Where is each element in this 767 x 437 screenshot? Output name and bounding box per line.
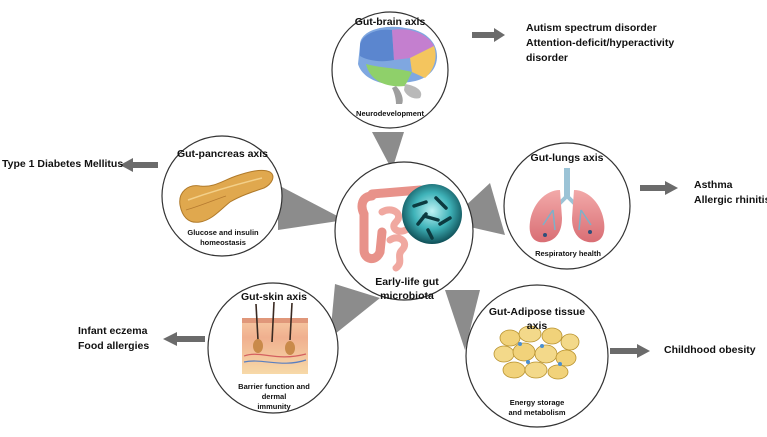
connector-brain xyxy=(372,132,404,170)
skin-axis-title: Gut-skin axis xyxy=(241,291,307,303)
skin-outcomes: Infant eczema Food allergies xyxy=(78,324,149,354)
pancreas-outcome-1: Type 1 Diabetes Mellitus xyxy=(2,158,124,170)
arrow-pancreas xyxy=(120,158,158,172)
lungs-outcome-2: Allergic rhinitis xyxy=(694,194,767,206)
pancreas-caption-line-1: Glucose and insulin xyxy=(187,228,259,237)
adipose-caption-line-2: and metabolism xyxy=(508,408,566,417)
connector-pancreas xyxy=(278,185,345,230)
pancreas-icon xyxy=(179,169,274,223)
lungs-caption: Respiratory health xyxy=(535,249,601,258)
arrow-lungs xyxy=(640,181,678,195)
adipose-outcome-1: Childhood obesity xyxy=(664,344,756,356)
arrow-adipose xyxy=(610,344,650,358)
connector-adipose xyxy=(445,290,480,350)
microbe-icon xyxy=(402,184,462,244)
brain-outcome-2: Attention-deficit/hyperactivity xyxy=(526,37,675,49)
brain-outcomes: Autism spectrum disorder Attention-defic… xyxy=(526,21,674,66)
skin-caption-line-2: immunity xyxy=(257,402,291,411)
lungs-icon xyxy=(529,168,605,243)
skin-icon xyxy=(242,301,308,374)
pancreas-axis-title: Gut-pancreas axis xyxy=(176,148,269,160)
skin-caption: Barrier function and dermal immunity xyxy=(228,382,320,412)
center-label: Early-life gut microbiota xyxy=(375,276,439,302)
arrow-skin xyxy=(163,332,205,346)
adipose-icon xyxy=(493,325,580,380)
skin-caption-line-1: Barrier function and dermal xyxy=(238,382,310,401)
skin-outcome-1: Infant eczema xyxy=(78,325,148,337)
adipose-outcomes: Childhood obesity xyxy=(664,343,756,358)
brain-caption: Neurodevelopment xyxy=(356,109,424,118)
lungs-axis-title: Gut-lungs axis xyxy=(530,152,604,164)
lungs-outcome-1: Asthma xyxy=(694,179,733,191)
adipose-axis-title-line-1: Gut-Adipose tissue xyxy=(488,306,586,318)
brain-axis-title: Gut-brain axis xyxy=(354,16,426,28)
skin-outcome-2: Food allergies xyxy=(78,340,150,352)
pancreas-caption: Glucose and insulin homeostasis xyxy=(180,228,266,248)
connector-skin xyxy=(330,284,380,338)
brain-outcome-1: Autism spectrum disorder xyxy=(526,22,657,34)
pancreas-outcomes: Type 1 Diabetes Mellitus xyxy=(2,157,123,172)
adipose-axis-title-line-2: axis xyxy=(526,320,548,332)
adipose-caption: Energy storage and metabolism xyxy=(497,398,577,418)
outcome-arrows xyxy=(120,28,678,358)
brain-outcome-3: disorder xyxy=(526,52,569,64)
adipose-axis-title: Gut-Adipose tissue axis xyxy=(484,305,590,333)
pancreas-caption-line-2: homeostasis xyxy=(200,238,246,247)
brain-icon xyxy=(358,26,438,104)
adipose-caption-line-1: Energy storage xyxy=(509,398,565,407)
lungs-outcomes: Asthma Allergic rhinitis xyxy=(694,178,767,208)
arrow-brain xyxy=(472,28,505,42)
